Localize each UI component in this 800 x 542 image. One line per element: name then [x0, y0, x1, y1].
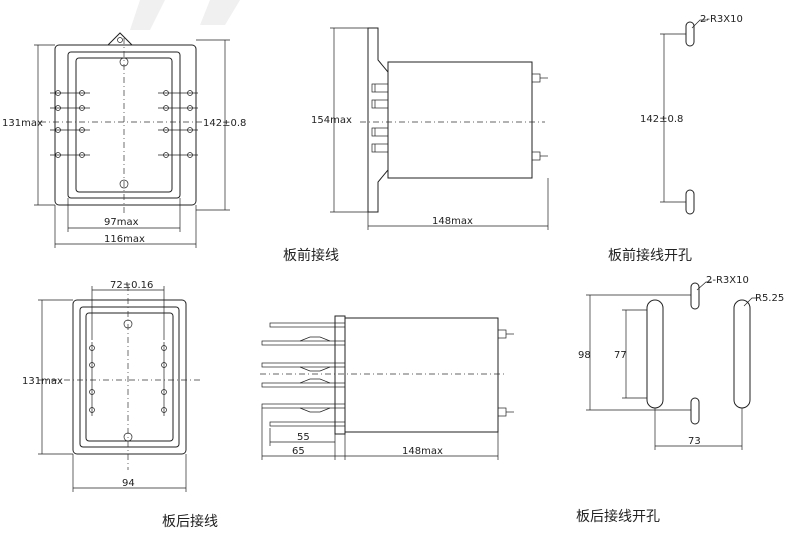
dim-cut-back-slot: 2-R3X10 — [706, 275, 749, 286]
front-panel-view — [34, 32, 230, 248]
back-cutout-view — [586, 281, 758, 450]
back-panel-view — [38, 285, 200, 492]
front-terminals-right — [158, 90, 198, 158]
front-side-view — [330, 27, 549, 230]
watermark — [130, 0, 240, 30]
caption-back-cutout: 板后接线开孔 — [576, 508, 660, 525]
dim-cut-front-142: 142±0.8 — [640, 114, 683, 125]
dim-back-94: 94 — [122, 478, 135, 489]
dim-rear-148: 148max — [402, 446, 443, 457]
rear-terminal-rods — [261, 322, 346, 427]
caption-front-wiring: 板前接线 — [283, 247, 339, 264]
dim-back-72: 72±0.16 — [110, 280, 153, 291]
dim-cut-front-slot: 2-R3X10 — [700, 14, 743, 25]
dim-cut-back-77: 77 — [614, 350, 627, 361]
dim-cut-back-73: 73 — [688, 436, 701, 447]
dim-front-131: 131max — [2, 118, 43, 129]
front-terminals-left — [50, 90, 90, 158]
dim-cut-back-r: R5.25 — [755, 293, 784, 304]
back-side-view — [260, 315, 514, 460]
dim-back-131: 131max — [22, 376, 63, 387]
dim-cut-back-98: 98 — [578, 350, 591, 361]
dim-front-97: 97max — [104, 217, 139, 228]
front-cutout-view — [660, 19, 708, 215]
dim-side-148: 148max — [432, 216, 473, 227]
caption-front-cutout: 板前接线开孔 — [608, 247, 692, 264]
dim-rear-65: 65 — [292, 446, 305, 457]
back-terminals — [89, 342, 167, 416]
caption-back-wiring: 板后接线 — [162, 513, 218, 530]
side-terminals — [371, 83, 389, 153]
dim-front-116: 116max — [104, 234, 145, 245]
dim-rear-55: 55 — [297, 432, 310, 443]
dim-side-154: 154max — [311, 115, 352, 126]
dim-front-142: 142±0.8 — [203, 118, 246, 129]
